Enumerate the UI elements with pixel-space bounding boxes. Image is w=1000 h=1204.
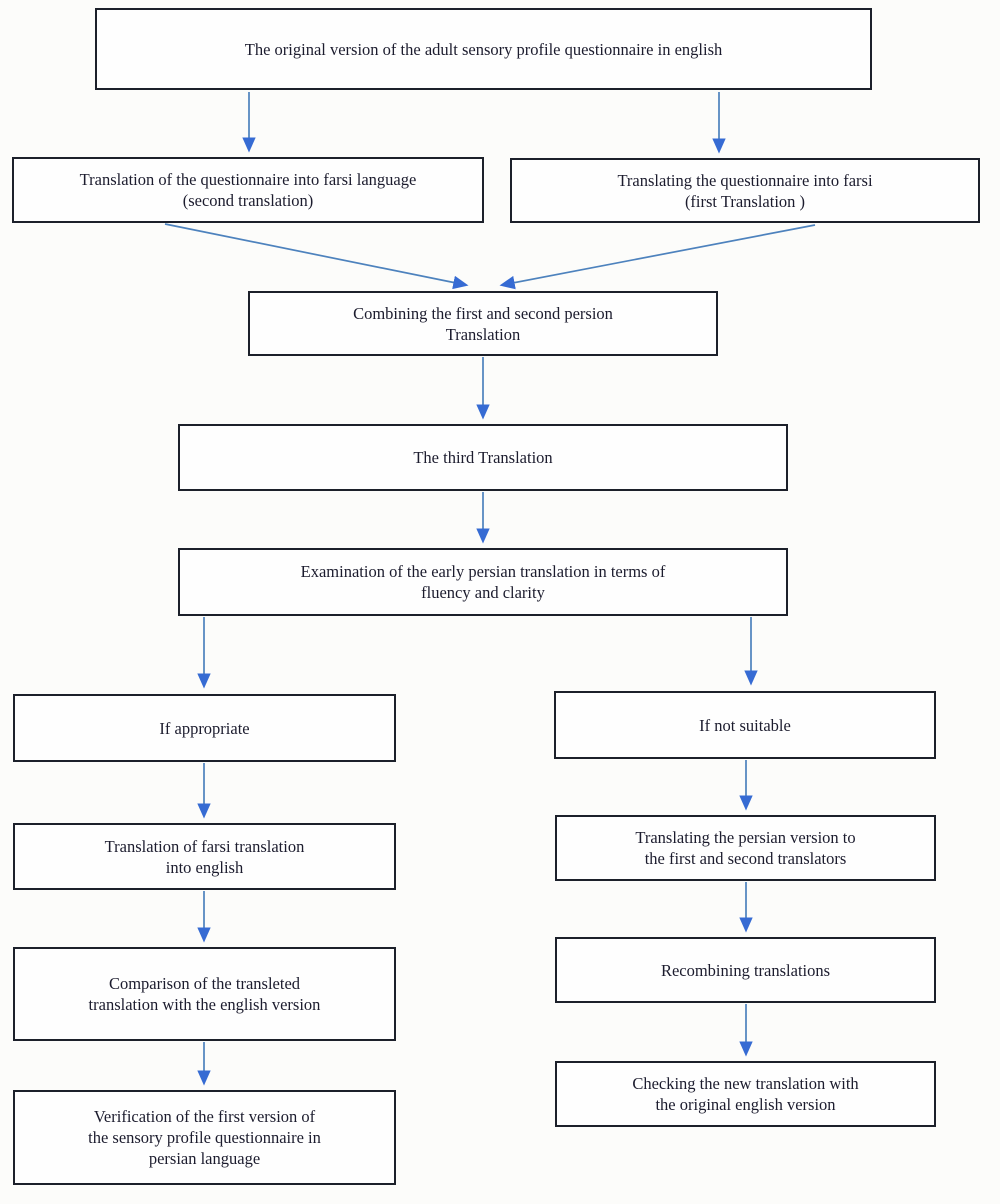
arrow-first-to-combining — [499, 224, 816, 290]
node-second-translation: Translation of the questionnaire into fa… — [12, 157, 484, 223]
node-third-translation: The third Translation — [178, 424, 788, 491]
node-label: If not suitable — [699, 715, 791, 735]
node-label: The original version of the adult sensor… — [244, 39, 723, 59]
node-label: Examination of the early persian transla… — [300, 562, 666, 602]
node-label: Translating the persian version to the f… — [635, 828, 856, 868]
node-label: Verification of the first version of the… — [88, 1107, 321, 1168]
node-checking-new-translation: Checking the new translation with the or… — [555, 1061, 936, 1127]
node-label: If appropriate — [159, 718, 250, 738]
node-recombining: Recombining translations — [555, 937, 936, 1003]
node-original-english-version: The original version of the adult sensor… — [95, 8, 872, 90]
node-label: Translation of farsi translation into en… — [104, 836, 305, 877]
node-combining-translations: Combining the first and second persion T… — [248, 291, 718, 356]
node-label: Recombining translations — [660, 960, 831, 980]
node-label: Checking the new translation with the or… — [632, 1074, 859, 1114]
node-label: Combining the first and second persion T… — [353, 303, 613, 344]
node-label: The third Translation — [413, 448, 553, 467]
node-verification: Verification of the first version of the… — [13, 1090, 396, 1185]
node-persian-to-translators: Translating the persian version to the f… — [555, 815, 936, 881]
node-label: Translating the questionnaire into farsi… — [617, 170, 873, 211]
arrow-second-to-combining — [164, 223, 469, 290]
node-farsi-to-english: Translation of farsi translation into en… — [13, 823, 396, 890]
node-first-translation: Translating the questionnaire into farsi… — [510, 158, 980, 223]
node-label: Translation of the questionnaire into fa… — [79, 170, 417, 210]
node-label: Comparison of the transleted translation… — [88, 974, 321, 1014]
node-if-not-suitable: If not suitable — [554, 691, 936, 759]
node-if-appropriate: If appropriate — [13, 694, 396, 762]
node-examination: Examination of the early persian transla… — [178, 548, 788, 616]
node-comparison: Comparison of the transleted translation… — [13, 947, 396, 1041]
